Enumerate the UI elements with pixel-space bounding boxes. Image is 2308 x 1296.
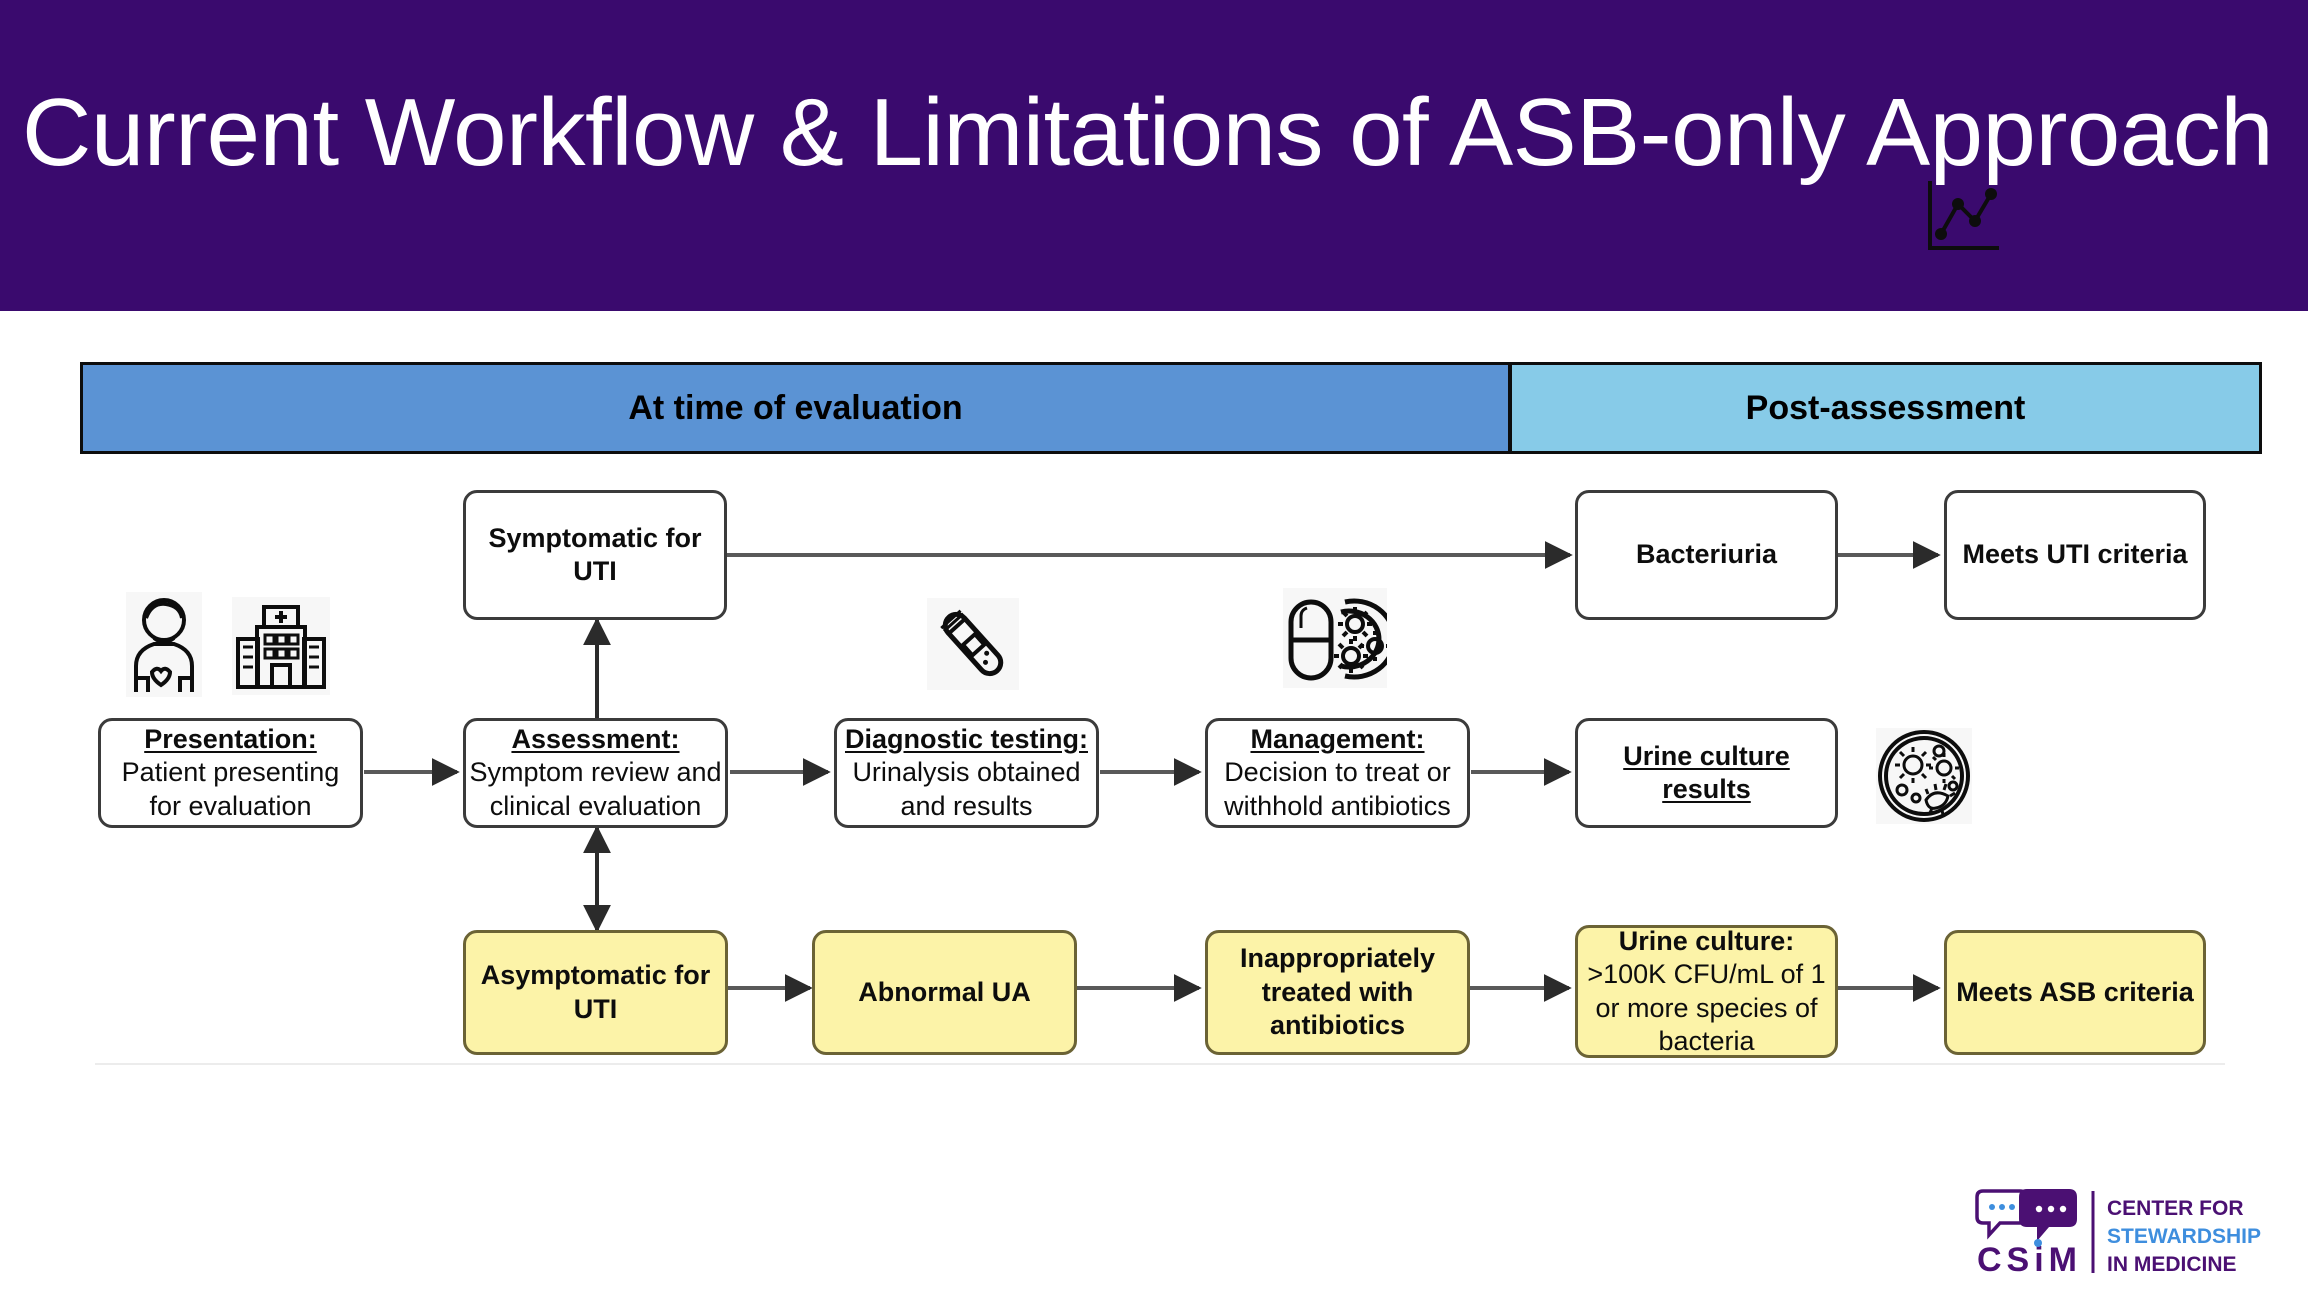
phase-segment-at-time-of-evaluation: At time of evaluation bbox=[80, 362, 1510, 454]
node-header: Presentation: bbox=[144, 723, 317, 754]
diagram-bottom-divider bbox=[95, 1063, 2225, 1065]
node-line-2: clinical evaluation bbox=[489, 790, 702, 821]
node-management[interactable]: Management: Decision to treat or withhol… bbox=[1205, 718, 1470, 828]
node-label: Bacteriuria bbox=[1635, 539, 1778, 570]
node-line-2: for evaluation bbox=[149, 790, 312, 821]
node-line-2: treated with bbox=[1261, 976, 1414, 1007]
logo-line-2: STEWARDSHIP bbox=[2107, 1225, 2261, 1248]
phase-banner: At time of evaluation Post-assessment bbox=[80, 362, 2262, 454]
node-meets-asb-criteria[interactable]: Meets ASB criteria bbox=[1944, 930, 2206, 1055]
hospital-icon bbox=[232, 597, 330, 695]
node-line-3: bacteria bbox=[1658, 1025, 1755, 1056]
test-tube-icon bbox=[927, 598, 1019, 690]
logo-i-dot bbox=[2034, 1239, 2042, 1247]
page-title: Current Workflow & Limitations of ASB-on… bbox=[22, 79, 2274, 186]
node-abnormal-ua[interactable]: Abnormal UA bbox=[812, 930, 1077, 1055]
petri-dish-bacteria-icon bbox=[1876, 728, 1972, 824]
slide-title-band: Current Workflow & Limitations of ASB-on… bbox=[0, 0, 2308, 311]
line-chart-icon bbox=[1928, 181, 1999, 250]
node-line-1: Asymptomatic for bbox=[480, 960, 711, 991]
node-line-1: Decision to treat or bbox=[1224, 757, 1451, 788]
patient-icon bbox=[126, 592, 202, 697]
node-urine-culture-results[interactable]: Urine culture results bbox=[1575, 718, 1838, 828]
node-header: Diagnostic testing: bbox=[844, 723, 1088, 754]
node-bacteriuria[interactable]: Bacteriuria bbox=[1575, 490, 1838, 620]
node-line-2: and results bbox=[900, 790, 1033, 821]
node-line-2: UTI bbox=[573, 993, 618, 1024]
phase-label: Post-assessment bbox=[1745, 388, 2026, 427]
csim-logo: CSiM CENTER FOR STEWARDSHIP IN MEDICINE bbox=[1975, 1189, 2261, 1277]
speech-bubble-filled-icon bbox=[2019, 1189, 2077, 1241]
node-label: Symptomatic for UTI bbox=[488, 522, 702, 586]
logo-line-3: IN MEDICINE bbox=[2107, 1253, 2237, 1276]
node-header: Assessment: bbox=[511, 723, 680, 754]
node-urine-culture[interactable]: Urine culture: >100K CFU/mL of 1 or more… bbox=[1575, 925, 1838, 1058]
node-label: Urine culture results bbox=[1623, 740, 1790, 804]
node-label: Abnormal UA bbox=[858, 976, 1031, 1007]
node-line-1: Inappropriately bbox=[1239, 943, 1436, 974]
node-asymptomatic-for-uti[interactable]: Asymptomatic for UTI bbox=[463, 930, 728, 1055]
pill-bacteria-icon bbox=[1283, 588, 1387, 688]
phase-label: At time of evaluation bbox=[628, 388, 963, 427]
logo-acronym: CSiM bbox=[1977, 1241, 2082, 1277]
node-line-1: >100K CFU/mL of 1 bbox=[1587, 959, 1826, 990]
phase-segment-post-assessment: Post-assessment bbox=[1510, 362, 2262, 454]
node-inappropriately-treated[interactable]: Inappropriately treated with antibiotics bbox=[1205, 930, 1470, 1055]
node-line-1: Symptom review and bbox=[469, 757, 722, 788]
node-symptomatic-for-uti[interactable]: Symptomatic for UTI bbox=[463, 490, 727, 620]
node-line-3: antibiotics bbox=[1269, 1010, 1405, 1041]
node-label: Meets UTI criteria bbox=[1962, 539, 2188, 570]
node-label: Meets ASB criteria bbox=[1956, 976, 2194, 1007]
node-line-2: or more species of bbox=[1595, 992, 1818, 1023]
node-line-1: Patient presenting bbox=[121, 757, 340, 788]
speech-bubble-outline-icon bbox=[1975, 1189, 2028, 1240]
node-line-1: Urinalysis obtained bbox=[852, 757, 1081, 788]
logo-line-1: CENTER FOR bbox=[2107, 1197, 2244, 1220]
node-line-2: withhold antibiotics bbox=[1224, 790, 1451, 821]
node-diagnostic-testing[interactable]: Diagnostic testing: Urinalysis obtained … bbox=[834, 718, 1099, 828]
node-assessment[interactable]: Assessment: Symptom review and clinical … bbox=[463, 718, 728, 828]
node-meets-uti-criteria[interactable]: Meets UTI criteria bbox=[1944, 490, 2206, 620]
node-presentation[interactable]: Presentation: Patient presenting for eva… bbox=[98, 718, 363, 828]
node-header: Management: bbox=[1250, 723, 1425, 754]
node-header: Urine culture: bbox=[1618, 925, 1795, 956]
